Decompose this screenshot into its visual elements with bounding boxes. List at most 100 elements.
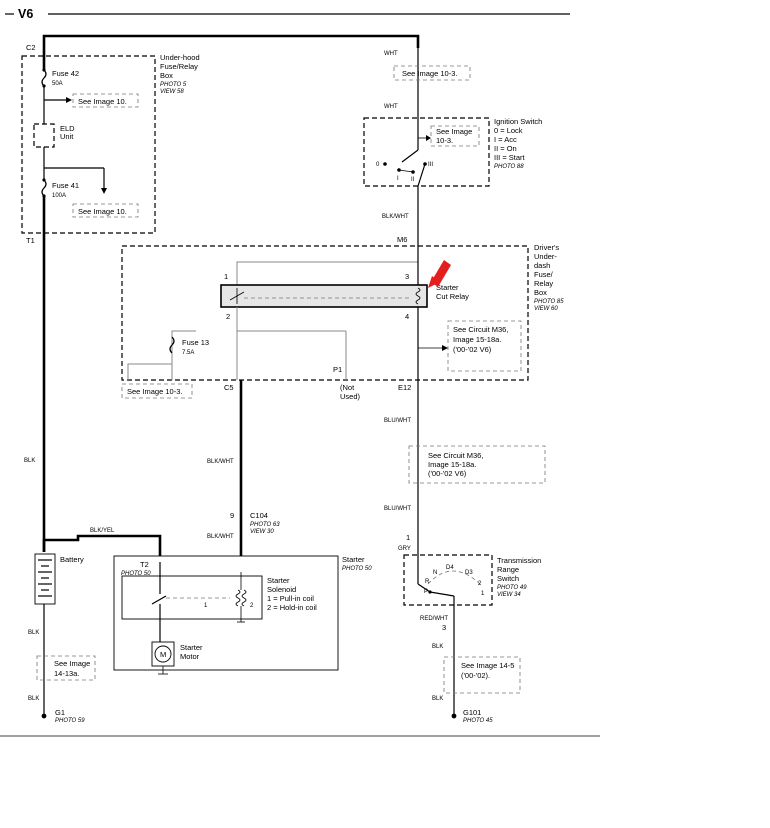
blk-left-1-label: BLK <box>28 630 39 636</box>
drivers-name-1: Driver's <box>534 243 559 252</box>
drivers-name-3: dash <box>534 261 550 270</box>
trs-box <box>403 554 493 606</box>
g1-photo: PHOTO 59 <box>55 718 85 724</box>
c104-label: C104 <box>250 511 268 520</box>
blk-wht-3-label: BLK/WHT <box>207 534 234 540</box>
fuse41-arrow <box>101 188 107 194</box>
circuit-ref-box <box>447 320 522 372</box>
p1-label: P1 <box>333 365 342 374</box>
ref-image-10-b <box>72 203 139 218</box>
trs-pos-r: R <box>425 579 430 585</box>
trs-pos-n: N <box>433 570 437 576</box>
fuse41-label: Fuse 41 <box>52 181 79 190</box>
starter-assembly: Starter PHOTO 50 T2 PHOTO 50 Starter Sol… <box>113 555 372 675</box>
eld-label-2: Unit <box>60 132 74 141</box>
pull-in-coil <box>235 589 241 607</box>
battery-symbol <box>34 553 56 605</box>
solenoid-legend-1: 1 = Pull-in coil <box>267 594 314 603</box>
solenoid-legend-2: 2 = Hold-in coil <box>267 603 317 612</box>
fuse13-ref-wire <box>127 363 172 380</box>
e12-label: E12 <box>398 383 411 392</box>
fuse42-dot-top <box>42 68 46 72</box>
not-used-1: (Not <box>340 383 355 392</box>
ref-image-10-b-text: See Image 10. <box>78 207 127 216</box>
motor-m: M <box>160 650 166 659</box>
trs-name-2: Range <box>497 565 519 574</box>
trs-blade <box>417 583 431 593</box>
relay-coil <box>415 287 421 305</box>
ignition-blade <box>401 149 419 163</box>
ignition-ref-box <box>430 125 480 147</box>
circuit-ref-2: Image 15-18a. <box>453 335 501 344</box>
ref-left-1: See Image <box>54 659 90 668</box>
trs-pos-d3: D3 <box>465 570 473 576</box>
wht-top-label: WHT <box>384 51 398 57</box>
t2-label: T2 <box>140 560 149 569</box>
g1-ground <box>41 713 47 719</box>
page-title: V6 <box>18 7 33 21</box>
hold-in-coil <box>241 589 247 607</box>
blk-yel-label: BLK/YEL <box>90 528 115 534</box>
ignition-link <box>398 169 414 173</box>
blu-wht-1-label: BLU/WHT <box>384 418 411 424</box>
underhood-name-2: Fuse/Relay <box>160 62 198 71</box>
circuit-ref2-3: ('00-'02 V6) <box>428 469 467 478</box>
fuse13-amp: 7.5A <box>182 350 194 356</box>
fuse42-arrow <box>66 97 72 103</box>
ref-left-box <box>36 655 96 681</box>
trs-wire-bottom: RED/WHT <box>420 616 448 622</box>
coil-1-label: 1 <box>204 603 208 609</box>
solenoid-name-1: Starter <box>267 576 290 585</box>
fuse41-amp: 100A <box>52 193 66 199</box>
ref-left-2: 14-13a. <box>54 669 79 678</box>
trs-pin-top: 1 <box>406 533 410 542</box>
trs-arc <box>427 570 481 585</box>
underhood-name-3: Box <box>160 71 173 80</box>
blk-wht-1-label: BLK/WHT <box>382 214 409 220</box>
g101-label: G101 <box>463 708 481 717</box>
trs-pin-bottom: 3 <box>442 623 446 632</box>
g1-label: G1 <box>55 708 65 717</box>
g101-photo: PHOTO 45 <box>463 718 493 724</box>
pointer-arrow-head <box>428 276 440 288</box>
relay-switch-blade <box>229 291 245 301</box>
drivers-box-outline <box>121 245 529 381</box>
solenoid-box <box>121 575 263 620</box>
relay-pin1: 1 <box>224 272 228 281</box>
ignition-legend-3: III = Start <box>494 153 526 162</box>
motor-label-2: Motor <box>180 652 200 661</box>
relay-pin2: 2 <box>226 312 230 321</box>
feed-wire-top <box>42 34 420 56</box>
starter-label: Starter <box>342 555 365 564</box>
circuit-ref2-box <box>408 445 546 484</box>
motor-symbol <box>154 645 172 663</box>
ref-right-1: See Image 14-5 <box>461 661 514 670</box>
fuse42-label: Fuse 42 <box>52 69 79 78</box>
fuse42-amp: 50A <box>52 81 63 87</box>
underhood-name-1: Under-hood <box>160 53 200 62</box>
ignition-pos-I: I <box>397 176 399 182</box>
ignition-pos-0: 0 <box>376 162 380 168</box>
trs-pos-d4: D4 <box>446 565 454 571</box>
circuit-ref-1: See Circuit M36, <box>453 325 508 334</box>
ref-image-10-3-top-text: See Image 10-3. <box>402 69 457 78</box>
relay-pin1-wire <box>236 261 418 285</box>
c104-view: VIEW 30 <box>250 529 274 535</box>
fuse41-symbol <box>41 179 47 197</box>
ref-image-10-a-text: See Image 10. <box>78 97 127 106</box>
relay-pin3: 3 <box>405 272 409 281</box>
trs-pos-p: P <box>424 589 428 595</box>
ref-image-10-3-bottom-text: See Image 10-3. <box>127 387 182 396</box>
ignition-switch: Ignition Switch 0 = Lock I = Acc II = On… <box>363 117 542 187</box>
c5-label: C5 <box>224 383 234 392</box>
relay-pin4: 4 <box>405 312 409 321</box>
blk-left-2-label: BLK <box>28 696 39 702</box>
starter-cut-relay <box>220 284 428 308</box>
ignition-legend-0: 0 = Lock <box>494 126 523 135</box>
trs-pos-1: 1 <box>481 591 485 597</box>
ignition-ref-1: See Image <box>436 127 472 136</box>
trs-view: VIEW 34 <box>497 592 521 598</box>
solenoid-contact <box>151 595 167 605</box>
underhood-box-outline <box>21 55 156 234</box>
